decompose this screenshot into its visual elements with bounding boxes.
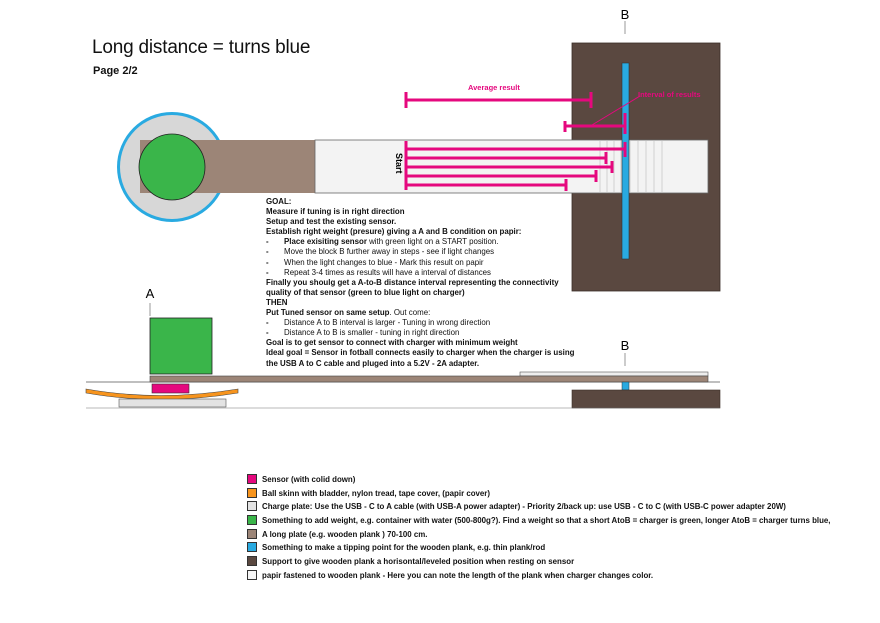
goal-line: quality of that sensor (green to blue li… xyxy=(266,287,465,297)
bullet-dash: - xyxy=(266,328,269,338)
result-lines xyxy=(406,142,627,191)
goal-line: Finally you shoulg get a A-to-B distance… xyxy=(266,277,559,287)
goal-line: Setup and test the existing sensor. xyxy=(266,217,397,227)
label-start: Start xyxy=(394,153,404,174)
goal-line: Measure if tuning is in right direction xyxy=(266,207,405,217)
page-number: Page 2/2 xyxy=(93,65,138,77)
ball-skin-arc xyxy=(85,388,239,400)
goal-then: THEN xyxy=(266,297,288,307)
legend-swatch xyxy=(247,487,257,498)
legend-text: Something to add weight, e.g. container … xyxy=(262,516,831,526)
goal-line: Ideal goal = Sensor in fotball connects … xyxy=(266,348,575,358)
goal-step: - Move the block B further away in steps… xyxy=(266,247,574,257)
goal-step-text: When the light changes to blue - Mark th… xyxy=(284,257,484,267)
plank-side xyxy=(149,375,709,383)
legend-swatch xyxy=(247,515,257,526)
weight-side xyxy=(149,317,213,375)
goal-line: Establish right weight (presure) giving … xyxy=(266,227,522,237)
legend-text: Something to make a tipping point for th… xyxy=(262,543,546,553)
bullet-dash: - xyxy=(266,237,269,247)
legend-swatch xyxy=(247,556,257,567)
legend-swatch xyxy=(247,569,257,580)
legend-swatch xyxy=(247,528,257,539)
bullet-dash: - xyxy=(266,267,269,277)
goal-outcome-text: Distance A to B is smaller - tuning in r… xyxy=(284,328,460,338)
bullet-dash: - xyxy=(266,318,269,328)
goal-tuned-rest: . Out come: xyxy=(389,308,431,318)
legend-swatch xyxy=(247,474,257,484)
goal-outcome-text: Distance A to B interval is larger - Tun… xyxy=(284,318,491,328)
goal-step-text: Repeat 3-4 times as results will have a … xyxy=(284,267,492,277)
goal-step-text: Move the block B further away in steps -… xyxy=(284,247,495,257)
bullet-dash: - xyxy=(266,247,269,257)
goal-step: - Repeat 3-4 times as results will have … xyxy=(266,268,574,278)
label-a: A xyxy=(146,286,155,301)
tipping-rod-top xyxy=(621,62,630,260)
label-b-bottom: B xyxy=(621,338,630,353)
interval-pointer xyxy=(591,95,641,126)
goal-heading: GOAL: xyxy=(266,197,292,206)
bullet-dash: - xyxy=(266,257,269,267)
goal-outcome: - Distance A to B is smaller - tuning in… xyxy=(266,328,574,338)
goal-step-text: Place exisiting sensor xyxy=(284,237,367,247)
legend-text: A long plate (e.g. wooden plank ) 70-100… xyxy=(262,529,428,539)
goal-step: - When the light changes to blue - Mark … xyxy=(266,258,574,268)
legend-text: Support to give wooden plank a horisonta… xyxy=(262,557,575,567)
goal-tuned-bold: Put Tuned sensor on same setup xyxy=(266,308,390,318)
charge-plate-side xyxy=(118,398,227,408)
goal-step: - Place exisiting sensor with green ligh… xyxy=(266,237,574,247)
goal-line: Goal is to get sensor to connect with ch… xyxy=(266,338,518,348)
goal-text: GOAL: Measure if tuning is in right dire… xyxy=(266,197,574,369)
goal-line: the USB A to C cable and pluged into a 5… xyxy=(266,358,480,368)
sensor-side xyxy=(151,383,190,394)
page-title: Long distance = turns blue xyxy=(92,37,311,58)
goal-step-text-rest: with green light on a START position. xyxy=(366,237,499,247)
tipping-rod-side xyxy=(621,381,630,391)
paper-side xyxy=(519,371,709,377)
goal-tuned-line: Put Tuned sensor on same setup. Out come… xyxy=(266,308,574,318)
legend-swatch xyxy=(247,501,257,512)
legend-text: Ball skinn with bladder, nylon tread, ta… xyxy=(262,488,491,498)
label-b-top: B xyxy=(621,7,630,22)
weight-top xyxy=(138,133,206,201)
legend-text: Sensor (with colid down) xyxy=(262,475,356,484)
label-interval-of-results: Interval of results xyxy=(638,90,701,99)
legend-text: Charge plate: Use the USB - C to A cable… xyxy=(262,502,786,512)
legend-swatch xyxy=(247,542,257,553)
label-average-result: Average result xyxy=(468,83,520,92)
legend-text: papir fastened to wooden plank - Here yo… xyxy=(262,570,654,580)
goal-outcome: - Distance A to B interval is larger - T… xyxy=(266,318,574,328)
support-block-side xyxy=(571,389,721,409)
